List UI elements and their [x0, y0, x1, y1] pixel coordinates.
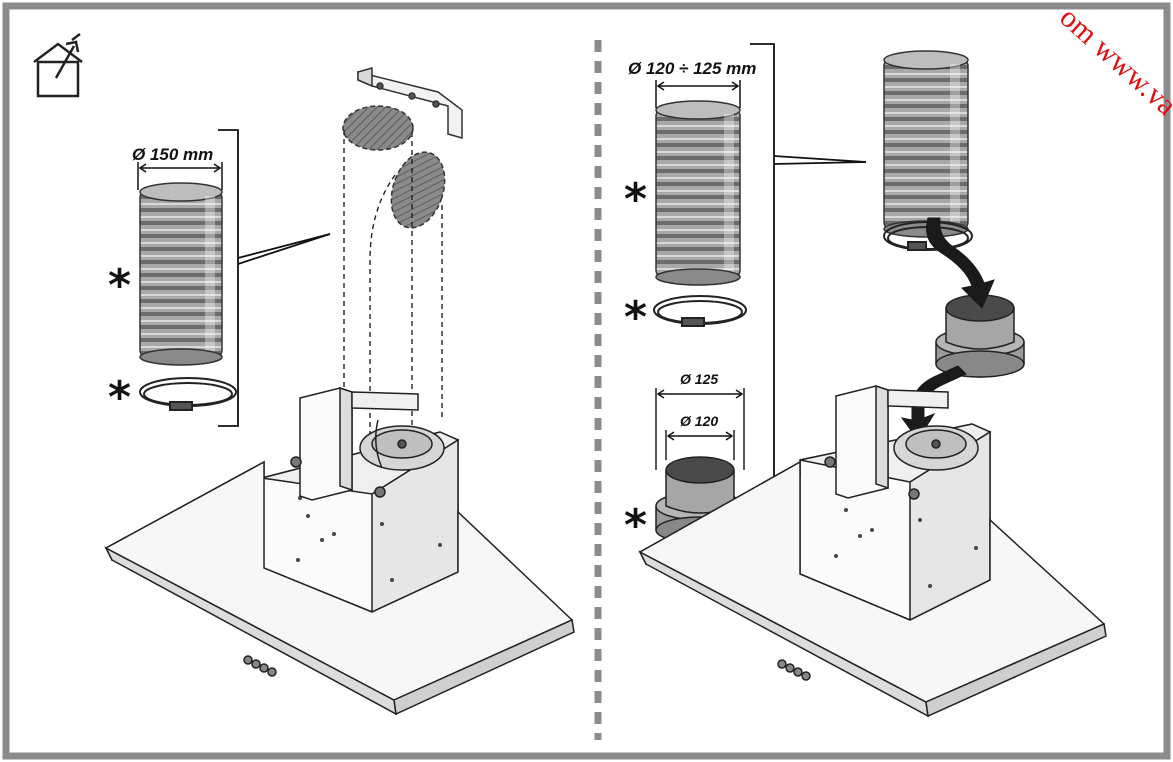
hood-canopy: [638, 460, 1107, 718]
duct-diameter-label: Ø 150 mm: [132, 145, 213, 164]
adapter-outer-dimension: [655, 388, 745, 470]
watermark: om www.va: [1053, 1, 1173, 122]
hose-clamp: [139, 377, 237, 411]
house-with-vent-icon: [33, 33, 83, 98]
optional-part-mark: *: [108, 260, 131, 311]
fan-motor: [824, 384, 979, 500]
reducer-adapter-installed: [935, 294, 1025, 378]
optional-part-mark: *: [624, 292, 647, 343]
flexible-duct: [655, 100, 741, 286]
optional-part-mark: *: [108, 372, 131, 423]
control-buttons: [243, 655, 277, 677]
duct-diameter-dimension: [137, 162, 223, 190]
adapter-outer-label: Ø 125: [680, 371, 718, 387]
hood-canopy: [104, 460, 575, 716]
flexible-duct-installed: [883, 50, 969, 238]
duct-diameter-label: Ø 120 ÷ 125 mm: [628, 59, 756, 78]
projection-lines: [343, 130, 443, 455]
right-panel: Ø 120 ÷ 125 mm Ø 125: [624, 43, 1107, 718]
hose-clamp: [653, 295, 747, 327]
adapter-inner-dimension: [665, 430, 735, 460]
wall-bracket: [357, 67, 463, 139]
callout-bracket: [218, 129, 331, 427]
duct-diameter-dimension: [655, 80, 741, 108]
optional-part-mark: *: [624, 500, 647, 551]
wall-opening: [390, 151, 446, 229]
left-panel: Ø 150 mm * *: [33, 33, 575, 716]
adapter-inner-label: Ø 120: [680, 413, 718, 429]
flexible-duct: [139, 182, 223, 366]
optional-part-mark: *: [624, 174, 647, 225]
control-buttons: [777, 659, 811, 681]
fan-motor: [290, 386, 445, 501]
ceiling-opening: [342, 105, 414, 151]
